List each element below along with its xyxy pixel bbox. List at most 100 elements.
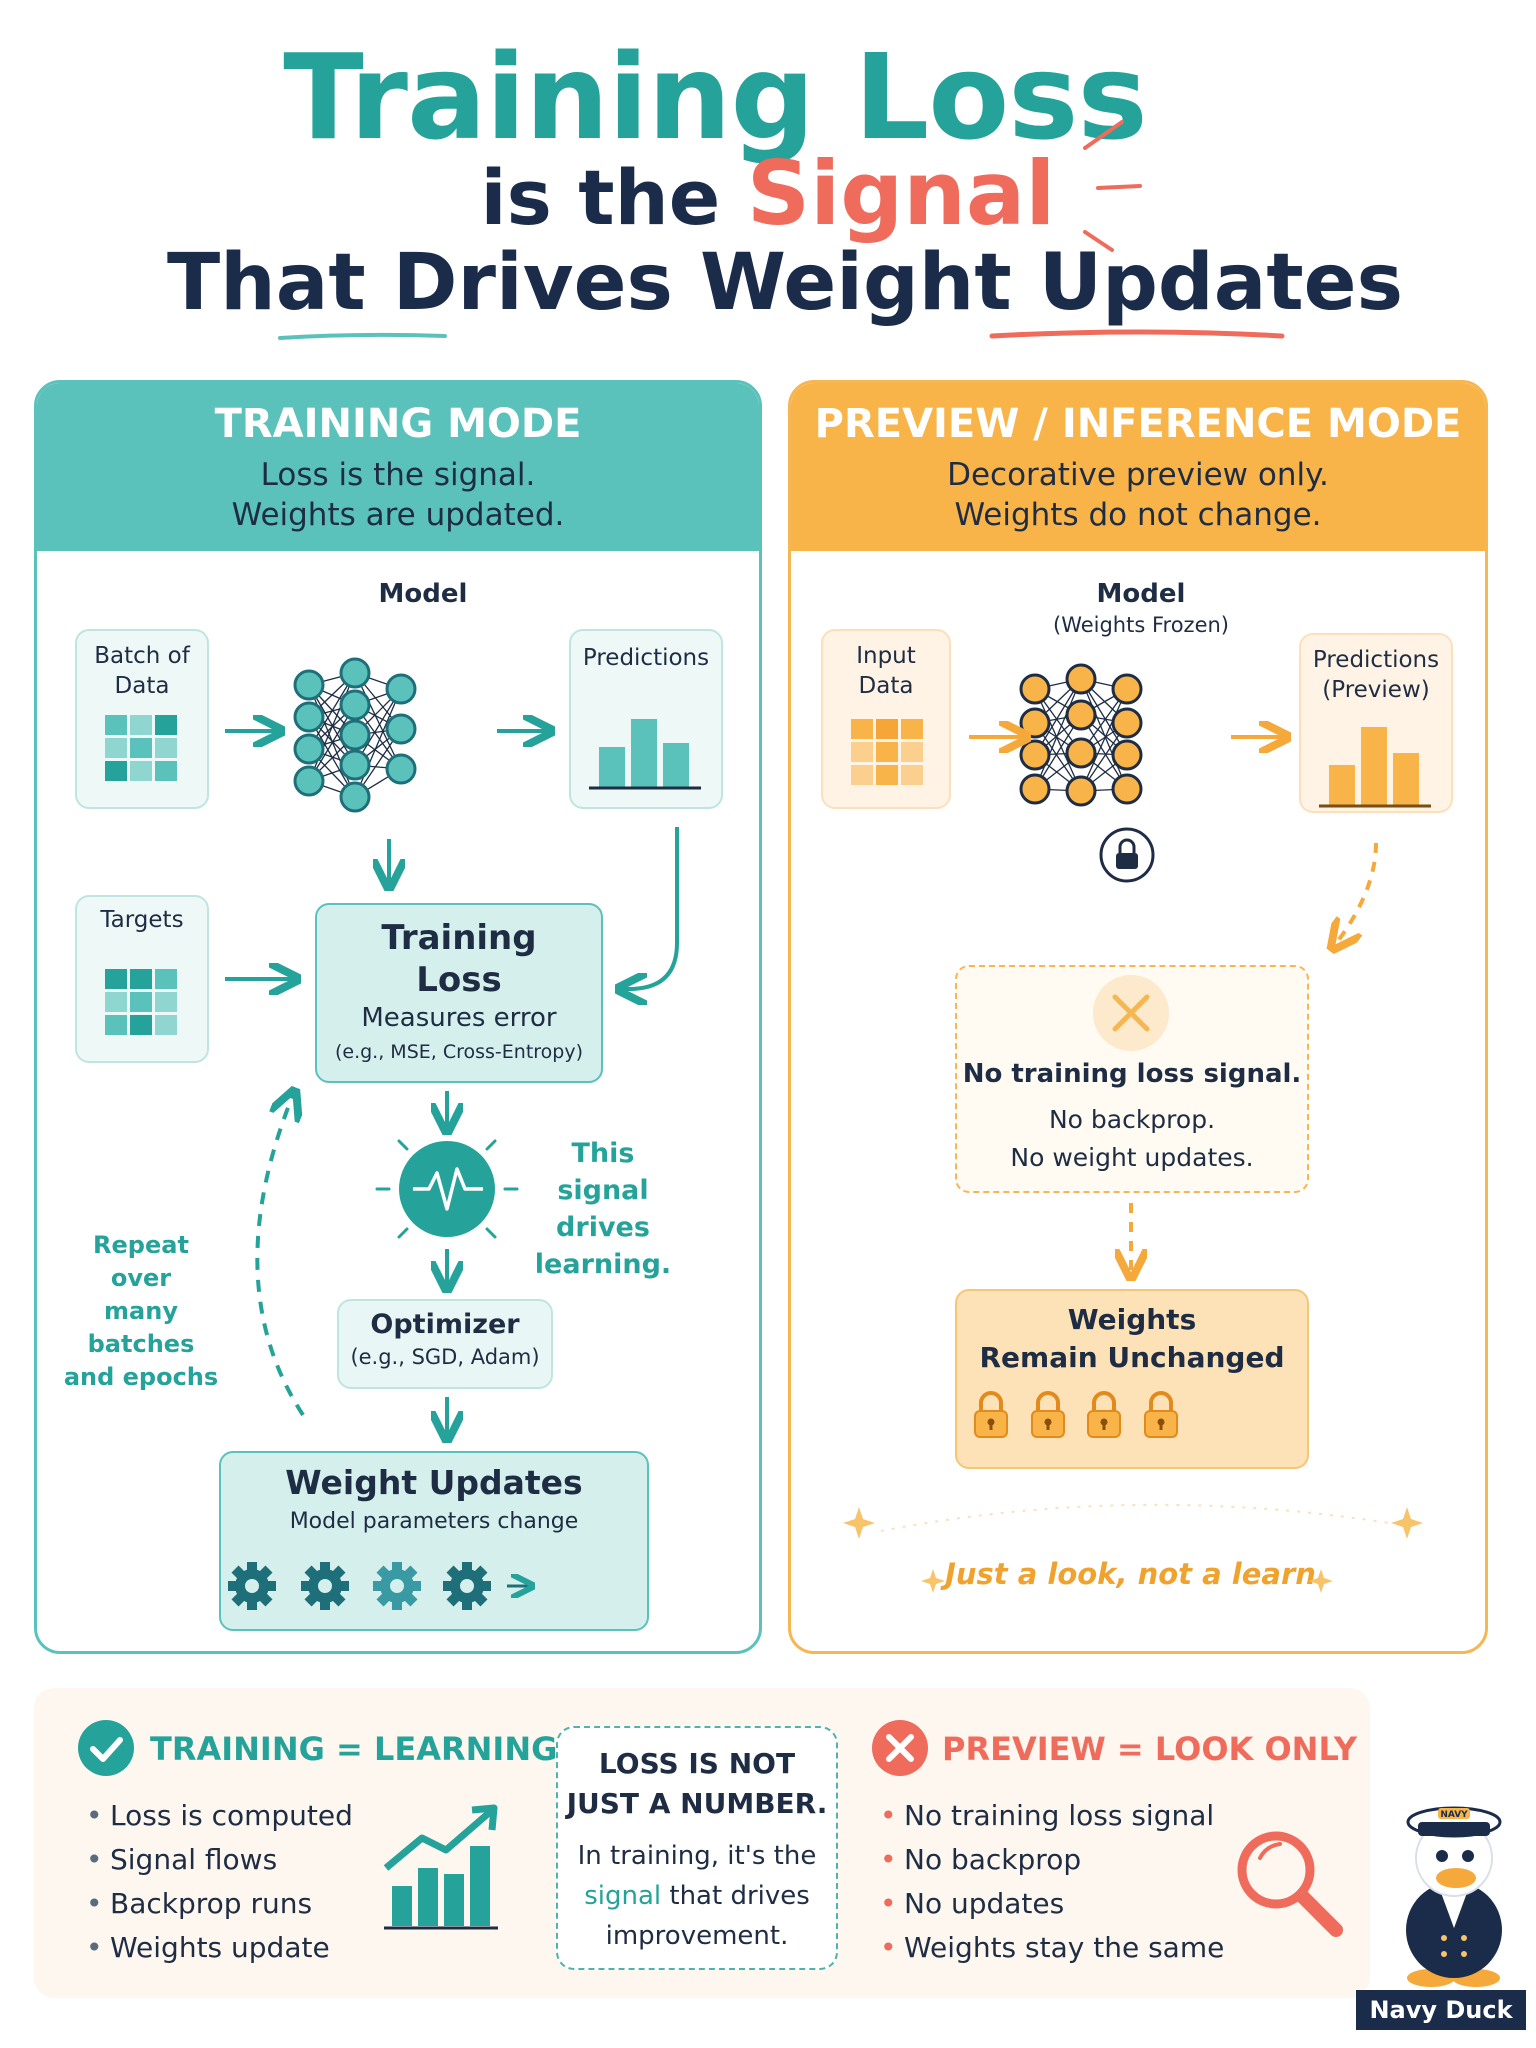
repeat-note-line-1: Repeat over <box>93 1231 189 1292</box>
training-loss-title: Training Loss <box>315 917 603 1001</box>
middle-body: In training, it's the signal that drives… <box>556 1836 838 1956</box>
network-node-icon <box>385 713 417 745</box>
preview-panel-header: PREVIEW / INFERENCE MODE Decorative prev… <box>791 383 1485 551</box>
predictions-preview-line-1: Predictions <box>1312 647 1440 673</box>
loss-not-a-number-box <box>556 1726 838 1970</box>
gear-icons <box>228 1562 491 1610</box>
network-node-icon <box>339 719 371 751</box>
frozen-network-icon <box>1019 663 1143 807</box>
network-node-icon <box>1019 707 1051 739</box>
loss-title-line-1: Training <box>381 918 537 958</box>
network-node-icon <box>293 765 325 797</box>
gear-icon <box>373 1562 421 1610</box>
optimizer-box <box>337 1299 553 1389</box>
duck-collar <box>1440 1890 1468 1928</box>
preview-sub-line-1: Decorative preview only. <box>947 457 1329 493</box>
padlock-icon <box>974 1391 1008 1438</box>
network-node-icon <box>1065 663 1097 695</box>
underline-coral <box>989 329 1285 339</box>
weight-updates-title: Weight Updates <box>285 1463 583 1502</box>
navy-duck-mascot: NAVY <box>1406 1806 1502 1987</box>
check-circle-icon <box>78 1720 134 1776</box>
no-signal-line-3: No weight updates. <box>1010 1143 1254 1172</box>
navy-duck-label: Navy Duck <box>1356 1990 1526 2030</box>
model-label: Model <box>378 579 468 609</box>
weight-updates-description: Model parameters change <box>289 1509 579 1534</box>
no-signal-details: No backprop. No weight updates. <box>955 1101 1309 1177</box>
network-node-icon <box>1111 739 1143 771</box>
middle-title-line-2: JUST A NUMBER. <box>566 1787 828 1820</box>
weights-unchanged-title: Weights Remain Unchanged <box>955 1301 1309 1377</box>
batch-label: Batch of Data <box>75 641 209 701</box>
weights-title-line-1: Weights <box>1067 1303 1197 1336</box>
dashed-arrow-to-no-signal <box>1335 842 1378 945</box>
batch-label-line-1: Batch of <box>94 643 190 669</box>
input-grid-icon <box>851 719 923 785</box>
network-node-icon <box>1111 707 1143 739</box>
signal-note-line-1: This signal <box>557 1138 649 1206</box>
padlock-icon <box>1087 1391 1121 1438</box>
network-node-icon <box>1065 737 1097 769</box>
flow-arrows <box>225 731 679 1435</box>
preview-summary-list: No training loss signal No backprop No u… <box>880 1794 1224 1970</box>
training-diagram-graphics <box>105 657 701 1610</box>
padlock-icons <box>974 1391 1178 1438</box>
predictions-preview-label: Predictions (Preview) <box>1299 645 1453 705</box>
weight-updates-box <box>219 1451 649 1631</box>
list-item: Weights stay the same <box>880 1926 1224 1970</box>
no-signal-line-2: No backprop. <box>1048 1105 1216 1134</box>
loss-description: Measures error <box>361 1003 557 1033</box>
preview-panel-heading: PREVIEW / INFERENCE MODE <box>814 401 1462 447</box>
cap-text: NAVY <box>1440 1810 1468 1820</box>
repeat-note-line-3: and epochs <box>63 1363 219 1391</box>
summary-strip: TRAINING = LEARNING Loss is computed Sig… <box>34 1688 1370 1998</box>
list-item: Signal flows <box>86 1838 353 1882</box>
network-node-icon <box>293 733 325 765</box>
training-mode-panel: TRAINING MODE Loss is the signal. Weight… <box>34 380 762 1654</box>
list-item: No updates <box>880 1882 1224 1926</box>
gear-icon <box>228 1562 276 1610</box>
preview-sub-line-2: Weights do not change. <box>954 497 1322 533</box>
spark-line-icon <box>1083 230 1114 252</box>
duck-jacket <box>1406 1882 1502 1978</box>
network-node-icon <box>1065 699 1097 731</box>
title-highlight-signal: Signal <box>746 142 1056 245</box>
loss-title-line-2: Loss <box>416 960 502 1000</box>
lock-circle-icon <box>1099 827 1155 883</box>
preview-mode-panel: PREVIEW / INFERENCE MODE Decorative prev… <box>788 380 1488 1654</box>
padlock-icon <box>1031 1391 1065 1438</box>
targets-label: Targets <box>100 907 184 933</box>
preview-panel-subtitle: Decorative preview only. Weights do not … <box>791 455 1485 535</box>
list-item: Loss is computed <box>86 1794 353 1838</box>
spark-line-icon <box>1096 184 1142 190</box>
gear-icon <box>301 1562 349 1610</box>
network-node-icon <box>339 781 371 813</box>
signal-note: This signal drives learning. <box>523 1135 683 1283</box>
bar-chart-icon <box>589 719 701 790</box>
spark-line-icon <box>1083 120 1124 150</box>
weights-unchanged-box <box>955 1289 1309 1469</box>
optimizer-title: Optimizer <box>370 1309 520 1340</box>
middle-body-line-1: In training, it's the <box>577 1841 817 1871</box>
repeat-loop-arrow <box>255 1095 305 1417</box>
network-node-icon <box>1111 673 1143 705</box>
magnifier-icon <box>1237 1831 1343 1937</box>
no-signal-title: No training loss signal. <box>962 1059 1302 1089</box>
data-grid-icon <box>105 715 177 781</box>
title-line-2-prefix: is the <box>480 153 721 242</box>
predictions-preview-line-2: (Preview) <box>1322 677 1430 703</box>
list-item: Weights update <box>86 1926 353 1970</box>
sparkle-decoration <box>843 1503 1423 1593</box>
title-line-1: Training Loss <box>283 28 1148 166</box>
network-node-icon <box>1019 739 1051 771</box>
predictions-label: Predictions <box>582 645 710 671</box>
underline-teal <box>278 332 447 340</box>
batch-label-line-2: Data <box>114 673 170 699</box>
targets-grid-icon <box>105 969 177 1035</box>
training-panel-subtitle: Loss is the signal. Weights are updated. <box>37 455 759 535</box>
loss-examples: (e.g., MSE, Cross-Entropy) <box>334 1041 584 1063</box>
middle-title: LOSS IS NOT JUST A NUMBER. <box>556 1744 838 1824</box>
network-node-icon <box>385 753 417 785</box>
network-node-icon <box>1111 773 1143 805</box>
signal-note-line-2: drives <box>556 1212 650 1243</box>
